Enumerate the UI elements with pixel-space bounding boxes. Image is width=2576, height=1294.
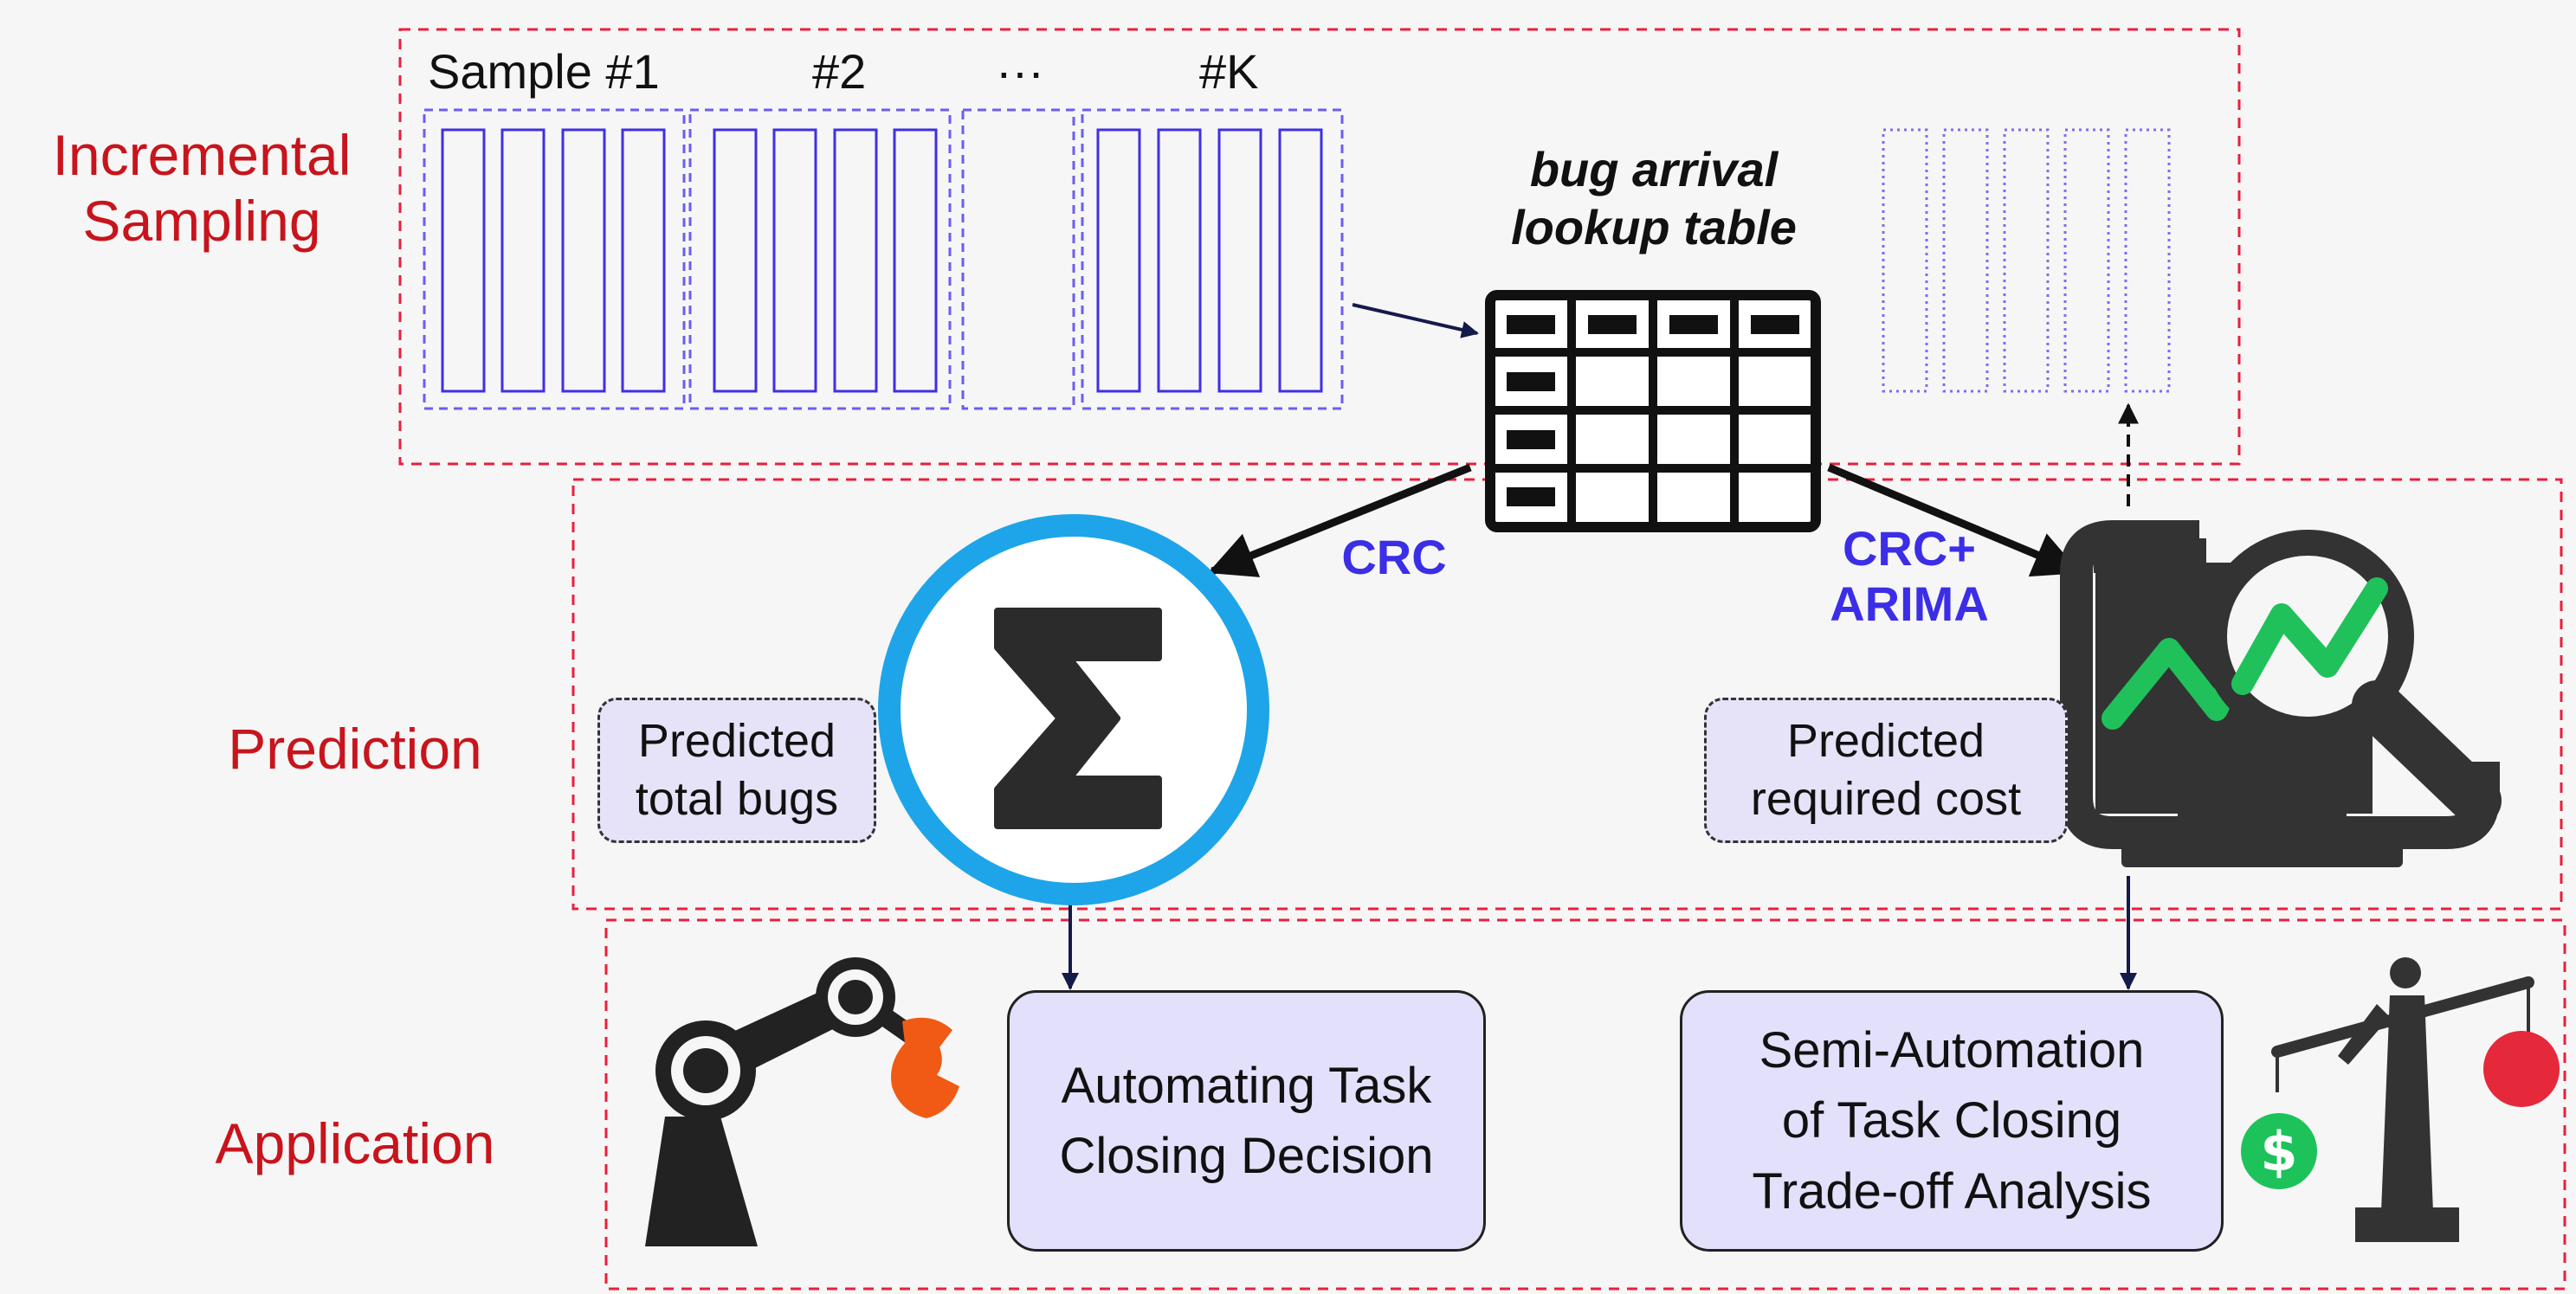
stage-label-prediction: Prediction [228, 717, 482, 781]
predicted-total-bugs: Predicted total bugs [597, 698, 876, 843]
predicted-required-cost: Predicted required cost [1704, 698, 2068, 843]
sample-group-k [1081, 108, 1344, 410]
method-crc-arima: CRC+ ARIMA [1830, 521, 1989, 632]
sampling-region [398, 28, 2241, 466]
predicted-required-cost-text: Predicted required cost [1750, 714, 2022, 826]
svg-text:$: $ [2260, 1120, 2297, 1183]
predicted-total-bugs-text: Predicted total bugs [635, 714, 839, 826]
application-region [604, 918, 2566, 1291]
robot-arm-icon [645, 957, 959, 1246]
semi-automation-box: Semi-Automation of Task Closing Trade-of… [1680, 990, 2224, 1252]
sample-label-k: #K [1199, 44, 1259, 99]
table-to-monitor-arrow [1827, 463, 2081, 577]
sigma-icon [878, 514, 1269, 905]
automating-text: Automating Task Closing Decision [1059, 1057, 1434, 1184]
future-samples [1882, 128, 2171, 393]
table-to-sigma-arrow [1207, 463, 1472, 577]
balance-scale-icon [2271, 957, 2534, 1242]
sample-group-1 [423, 108, 686, 410]
scale-weight [2483, 1031, 2560, 1107]
stage-label-application: Application [215, 1111, 495, 1175]
lookup-table-title: bug arrival lookup table [1511, 142, 1797, 255]
sample-label-ellipsis: ··· [996, 44, 1044, 99]
prediction-region [571, 478, 2563, 911]
automating-box: Automating Task Closing Decision [1007, 990, 1486, 1252]
samples-to-table-arrow [1352, 303, 1479, 338]
monitor-magnifier-icon [2060, 520, 2502, 867]
lookup-table-icon [1485, 290, 1821, 532]
sample-group-2 [688, 108, 952, 410]
sample-group-ellipsis [961, 108, 1075, 410]
sample-label-2: #2 [812, 44, 867, 99]
semi-automation-text: Semi-Automation of Task Closing Trade-of… [1752, 1022, 2152, 1220]
stage-label-sampling: Incremental Sampling [52, 123, 352, 253]
sample-label-1: Sample #1 [428, 44, 660, 99]
dollar-coin-icon: $ [2241, 1113, 2317, 1189]
method-crc: CRC [1341, 530, 1447, 584]
